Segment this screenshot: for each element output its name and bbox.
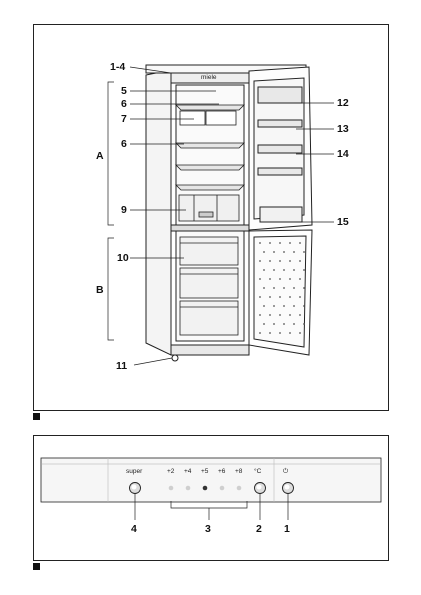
- temp-label-2: +5: [201, 468, 209, 475]
- temperature-set-button[interactable]: [254, 482, 266, 494]
- power-button[interactable]: [282, 482, 294, 494]
- callout-12: 12: [337, 97, 349, 109]
- figure-2-marker: [33, 563, 40, 570]
- temp-indicator-led: [168, 485, 174, 491]
- freezer-door-dots: [259, 242, 305, 334]
- super-label: super: [126, 468, 143, 475]
- section-label-b: B: [96, 284, 104, 296]
- brand-label: miele: [201, 74, 217, 81]
- temp-label-4: +8: [235, 468, 243, 475]
- figure-2-frame: super +2 +4 +5 +6 +8 °C ⏻ 4 3 2: [33, 435, 389, 561]
- fridge-shelves: [175, 104, 245, 222]
- callout-6-upper: 6: [121, 98, 127, 110]
- temp-indicator-led: [236, 485, 242, 491]
- callout-11: 11: [116, 360, 127, 372]
- temp-indicator-led: [219, 485, 225, 491]
- fridge-illustration: 1-4 5 6 7 6 9 10 11 12 13 14 15 A B miel…: [96, 61, 349, 372]
- callout-7: 7: [121, 113, 127, 125]
- callout-6-lower: 6: [121, 138, 127, 150]
- fridge-door: [248, 66, 313, 231]
- freezer-drawers: [179, 236, 239, 336]
- callout-leaders: [107, 66, 334, 366]
- temp-indicator-led: [185, 485, 191, 491]
- celsius-label: °C: [254, 467, 262, 475]
- power-symbol-icon: ⏻: [283, 468, 288, 475]
- temp-indicator-led: [202, 485, 208, 491]
- figure-1-marker: [33, 413, 40, 420]
- panel-callout-3: 3: [205, 523, 211, 535]
- callout-14: 14: [337, 148, 349, 160]
- callout-10: 10: [117, 252, 129, 264]
- temp-label-0: +2: [167, 468, 175, 475]
- control-panel-strip: [40, 457, 382, 503]
- figure-1-frame: 1-4 5 6 7 6 9 10 11 12 13 14 15 A B miel…: [33, 24, 389, 411]
- panel-callout-1: 1: [284, 523, 290, 535]
- control-panel-illustration: super +2 +4 +5 +6 +8 °C ⏻ 4 3 2: [40, 457, 382, 535]
- callout-15: 15: [337, 216, 349, 228]
- section-label-a: A: [96, 150, 104, 162]
- panel-callout-2: 2: [256, 523, 262, 535]
- callout-5: 5: [121, 85, 127, 97]
- callout-1-4: 1-4: [110, 61, 125, 73]
- callout-13: 13: [337, 123, 349, 135]
- super-button[interactable]: [129, 482, 141, 494]
- freezer-door: [248, 229, 313, 356]
- panel-callout-leaders: [134, 494, 289, 520]
- callout-9: 9: [121, 204, 127, 216]
- temp-label-3: +6: [218, 468, 226, 475]
- panel-callout-4: 4: [131, 523, 137, 535]
- temp-label-1: +4: [184, 468, 192, 475]
